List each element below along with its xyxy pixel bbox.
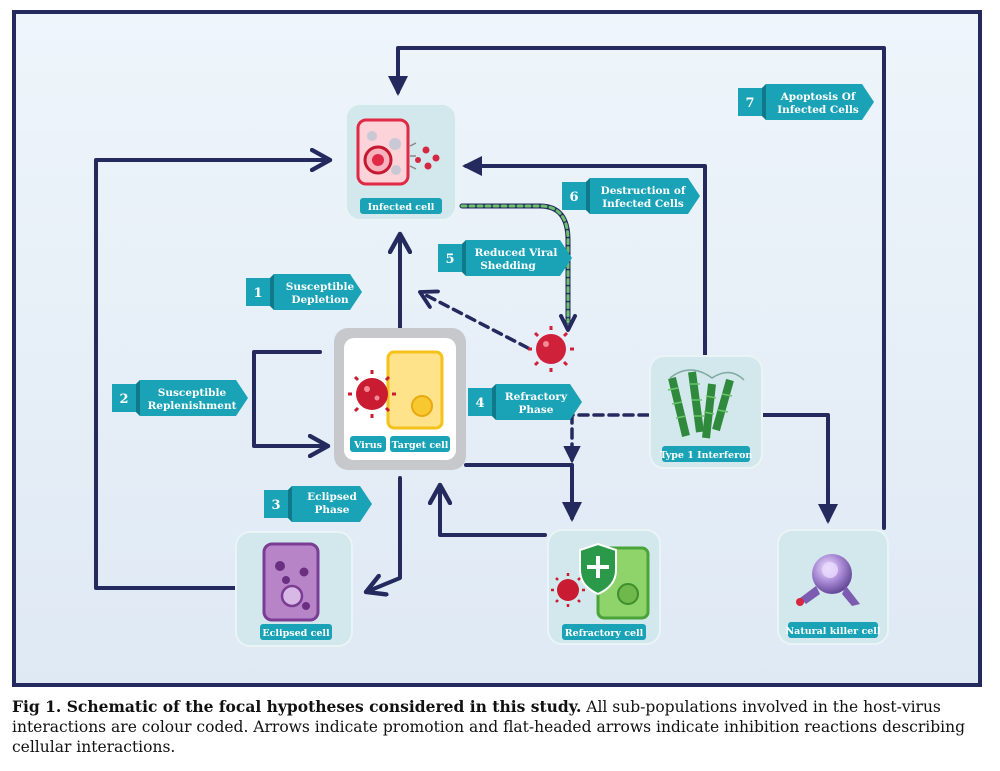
refractory-cell-node: Refractory cell	[547, 529, 661, 645]
caption-title: Fig 1. Schematic of the focal hypotheses…	[12, 697, 582, 716]
interferon-caption: Type 1 Interferon	[660, 450, 753, 461]
label-1: 1 Susceptible Depletion	[246, 274, 362, 310]
arrow-virus-to-target-dashed	[420, 292, 530, 350]
refractory-cell-caption: Refractory cell	[565, 628, 644, 639]
target-cell-node: Virus Target cell	[334, 328, 466, 470]
label-5-number: 5	[445, 252, 454, 267]
label-6-line2: Infected Cells	[602, 198, 684, 210]
interferon-icon	[667, 369, 745, 439]
infected-cell-caption: Infected cell	[368, 202, 435, 213]
arrow-eclipsed-to-infected	[94, 160, 330, 590]
arrow-target-to-eclipsed	[366, 476, 402, 592]
arrow-target-to-refractory	[464, 463, 582, 522]
label-6-number: 6	[569, 190, 578, 205]
label-2-line2: Replenishment	[148, 400, 237, 412]
label-1-number: 1	[253, 286, 262, 301]
free-virus	[528, 326, 574, 372]
virus-caption: Virus	[353, 440, 382, 451]
label-2: 2 Susceptible Replenishment	[112, 380, 248, 416]
natural-killer-cell-icon	[796, 554, 860, 606]
label-6: 6 Destruction of Infected Cells	[562, 178, 700, 214]
arrow-replenishment	[252, 350, 328, 446]
eclipsed-cell-caption: Eclipsed cell	[262, 628, 330, 639]
refractory-cell-icon	[551, 542, 650, 620]
label-6-line1: Destruction of	[601, 185, 687, 197]
label-7: 7 Apoptosis Of Infected Cells	[738, 84, 874, 120]
label-5: 5 Reduced Viral Shedding	[438, 240, 572, 276]
virus-particle-icon	[348, 370, 396, 418]
label-2-number: 2	[119, 392, 128, 407]
arrow-refractory-to-target	[440, 485, 547, 537]
label-1-line1: Susceptible	[286, 281, 355, 293]
label-7-line1: Apoptosis Of	[780, 91, 857, 103]
eclipsed-cell-node: Eclipsed cell	[235, 531, 353, 647]
figure-caption: Fig 1. Schematic of the focal hypotheses…	[12, 697, 987, 757]
target-cell-caption: Target cell	[392, 440, 449, 451]
label-3-line2: Phase	[315, 504, 350, 516]
arrow-nk-to-infected	[388, 46, 886, 530]
label-4-line2: Phase	[519, 404, 554, 416]
label-5-line2: Shedding	[480, 260, 536, 272]
label-1-line2: Depletion	[291, 294, 349, 306]
arrow-interferon-to-infected	[462, 156, 707, 357]
label-3: 3 Eclipsed Phase	[264, 486, 372, 522]
infected-cell-node: Infected cell	[345, 103, 457, 221]
label-4: 4 Refractory Phase	[468, 384, 582, 420]
dashed-arrows	[420, 203, 650, 464]
label-3-number: 3	[271, 498, 280, 513]
label-7-line2: Infected Cells	[777, 104, 859, 116]
caption-text: All sub-populations involved in the host…	[12, 698, 966, 756]
diagram-frame	[12, 10, 982, 687]
arrows	[94, 46, 886, 592]
label-2-line1: Susceptible	[158, 387, 227, 399]
infected-cell-icon	[356, 118, 440, 186]
virus-target-cell-icon	[348, 350, 444, 430]
arrow-interferon-to-nk	[760, 413, 838, 524]
hypotheses-diagram: Infected cell	[12, 10, 982, 687]
interferon-node: Type 1 Interferon	[649, 355, 763, 469]
nk-cell-caption: Natural killer cell	[785, 626, 880, 637]
label-7-number: 7	[745, 96, 754, 111]
virus-icon	[551, 573, 585, 607]
label-3-line1: Eclipsed	[307, 491, 357, 503]
eclipsed-cell-icon	[262, 542, 320, 622]
label-4-line1: Refractory	[505, 391, 568, 403]
label-5-line1: Reduced Viral	[475, 247, 558, 259]
nk-cell-node: Natural killer cell	[777, 529, 889, 645]
label-4-number: 4	[475, 396, 484, 411]
